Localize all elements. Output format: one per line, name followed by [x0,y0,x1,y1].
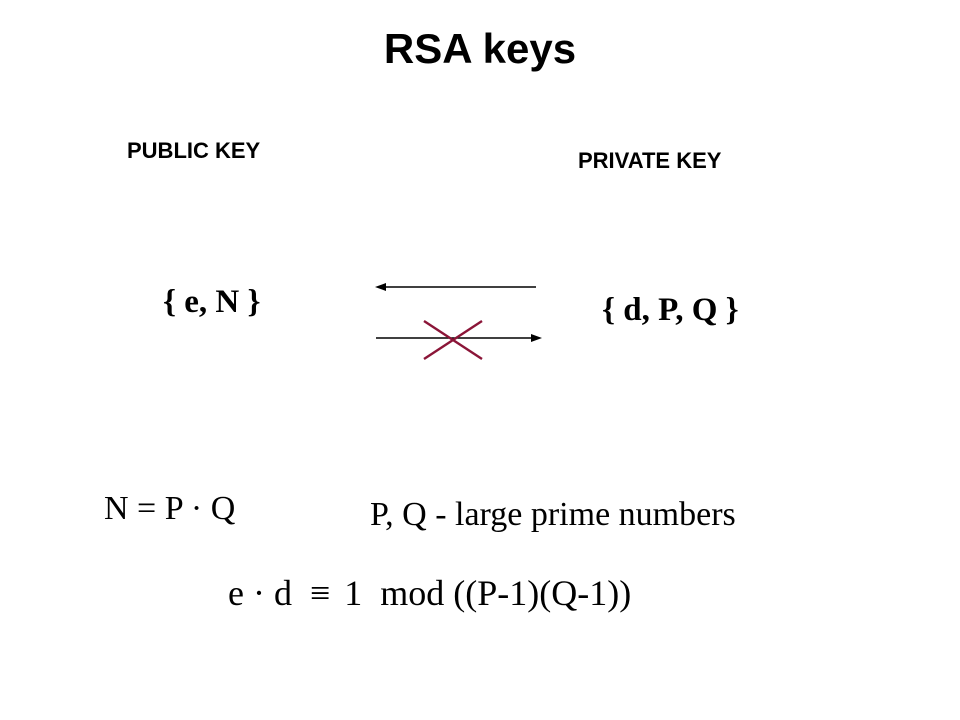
blocked-cross-icon [423,319,483,361]
key-derivation-arrows [375,283,542,361]
modulus-equation: N = P · Q [104,490,236,527]
private-key-set: { d, P, Q } [602,292,739,328]
primes-description: P, Q - large prime numbers [370,496,736,533]
congruence-symbol: ≡ [309,573,331,613]
key-relation-equation: e · d ≡ 1 mod ((P-1)(Q-1)) [228,575,631,611]
public-key-label: PUBLIC KEY [127,138,261,163]
private-key-label: PRIVATE KEY [578,148,722,173]
relation-modulus: mod ((P-1)(Q-1)) [380,573,632,613]
page-title: RSA keys [383,25,577,72]
relation-one: 1 [344,573,363,613]
public-key-set: { e, N } [163,284,261,320]
private-to-public-arrow [375,283,536,291]
relation-lhs: e · d [228,573,292,613]
